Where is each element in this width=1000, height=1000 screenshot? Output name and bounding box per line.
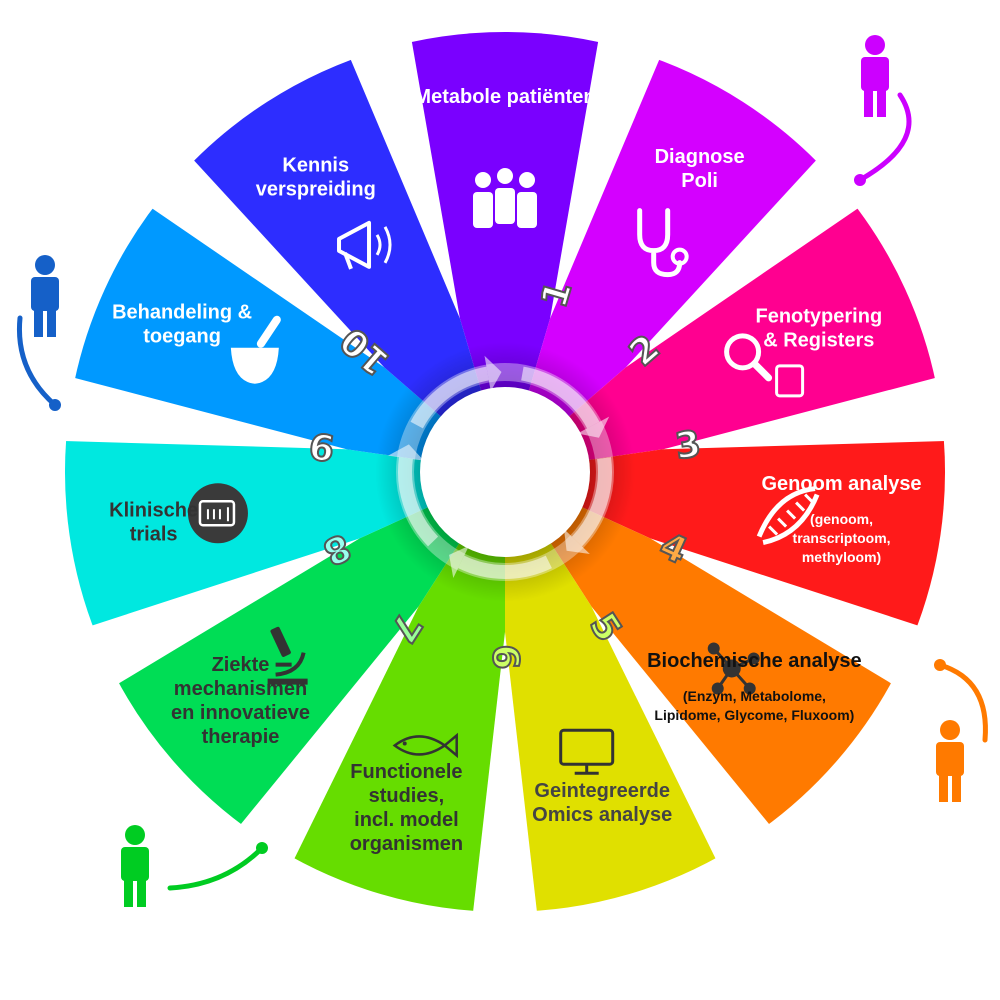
cycle-arrow-arc xyxy=(398,457,439,547)
segment-title: Diagnose xyxy=(655,146,745,168)
persons-layer xyxy=(16,35,988,907)
person-icon xyxy=(121,825,149,907)
segment-title: therapie xyxy=(202,726,280,748)
segment-title: & Registers xyxy=(763,330,874,352)
segment-subtitle: methyloom) xyxy=(802,549,881,565)
segment-title: verspreiding xyxy=(256,179,376,201)
monitor-icon xyxy=(559,728,615,775)
arrow-head xyxy=(934,659,946,671)
fish-icon xyxy=(392,732,458,759)
person-icon xyxy=(31,255,59,337)
segment-title: studies, xyxy=(369,785,445,807)
arrow-head xyxy=(49,399,61,411)
person-arrow xyxy=(167,845,265,891)
separator-wedges xyxy=(56,32,954,921)
segment-11 xyxy=(172,49,505,473)
stethoscope-icon xyxy=(637,208,689,278)
document-icon xyxy=(187,483,248,544)
segment-3 xyxy=(505,183,941,473)
segment-title: Kennis xyxy=(282,155,349,177)
separator-wedge xyxy=(346,32,460,319)
center-hole xyxy=(420,387,590,557)
segment-title: en innovatieve xyxy=(171,702,310,724)
segment-title: Functionele xyxy=(350,761,462,783)
molecule-icon xyxy=(707,642,760,695)
separator-wedge xyxy=(144,153,385,368)
segment-title: Behandeling & xyxy=(112,302,252,324)
person-arrow xyxy=(16,315,58,408)
rx-icon xyxy=(230,315,281,384)
segment-subtitle: transcriptoom, xyxy=(793,530,891,546)
segment-title: Poli xyxy=(681,170,718,192)
step-number-6: 6 xyxy=(485,644,526,669)
segment-title: Biochemische analyse xyxy=(647,650,862,672)
person-arrow xyxy=(857,92,912,183)
center-cycle xyxy=(375,342,635,602)
segment-title: Klinische xyxy=(109,500,198,522)
segment-title: toegang xyxy=(143,326,221,348)
cycle-arrow-head xyxy=(388,444,424,461)
segment-title: mechanismen xyxy=(174,678,307,700)
segment-title: Ziekte xyxy=(212,654,270,676)
segment-subtitle: (Enzym, Metabolome, xyxy=(683,688,826,704)
megaphone-icon xyxy=(337,220,392,270)
person-icon xyxy=(936,720,964,802)
microscope-icon xyxy=(267,626,308,685)
person-arrow xyxy=(937,662,988,743)
segment-subtitle: (genoom, xyxy=(810,511,873,527)
cycle-arrow-arc xyxy=(520,366,600,429)
segment-5 xyxy=(505,472,906,843)
segment-title: incl. model xyxy=(354,809,458,831)
cycle-arrow-head xyxy=(563,528,590,554)
separator-wedge xyxy=(83,538,360,689)
cycle-arrow-arc xyxy=(410,366,490,429)
segment-title: Genoom analyse xyxy=(762,473,922,495)
segment-title: trials xyxy=(130,524,178,546)
separator-wedge xyxy=(625,153,866,368)
people-icon xyxy=(473,168,537,228)
person-icon xyxy=(861,35,889,117)
segment-title: Metabole patiënten xyxy=(414,86,595,108)
segment-title: Geintegreerde xyxy=(534,780,670,802)
cycle-arrow-head xyxy=(484,355,502,392)
separator-wedge xyxy=(663,375,954,450)
segment-1 xyxy=(381,31,629,472)
segment-8 xyxy=(104,472,505,843)
icons-layer xyxy=(187,168,820,775)
cycle-arrow-arc xyxy=(458,555,552,579)
separator-wedge xyxy=(550,32,664,319)
segment-subtitle: Lipidome, Glycome, Fluxoom) xyxy=(654,707,854,723)
separator-wedge xyxy=(56,375,347,450)
magnifier-icon xyxy=(724,333,805,398)
segment-title: organismen xyxy=(350,833,463,855)
separator-wedge xyxy=(650,538,927,689)
segment-title: Fenotypering xyxy=(755,306,882,328)
separator-wedge xyxy=(591,606,776,868)
cycle-arrow-arc xyxy=(571,457,612,547)
separator-wedge xyxy=(472,632,538,921)
cycle-arrows xyxy=(388,355,612,579)
arrow-head xyxy=(854,174,866,186)
segment-2 xyxy=(505,49,838,473)
segment-10 xyxy=(69,183,505,473)
cycle-arrow-head xyxy=(577,416,610,438)
segment-labels: Metabole patiëntenDiagnosePoliFenotyperi… xyxy=(109,86,921,855)
arrow-head xyxy=(256,842,268,854)
cycle-arrow-head xyxy=(449,545,470,579)
dna-icon xyxy=(756,486,820,546)
segment-title: Omics analyse xyxy=(532,804,672,826)
separator-wedge xyxy=(234,606,419,868)
